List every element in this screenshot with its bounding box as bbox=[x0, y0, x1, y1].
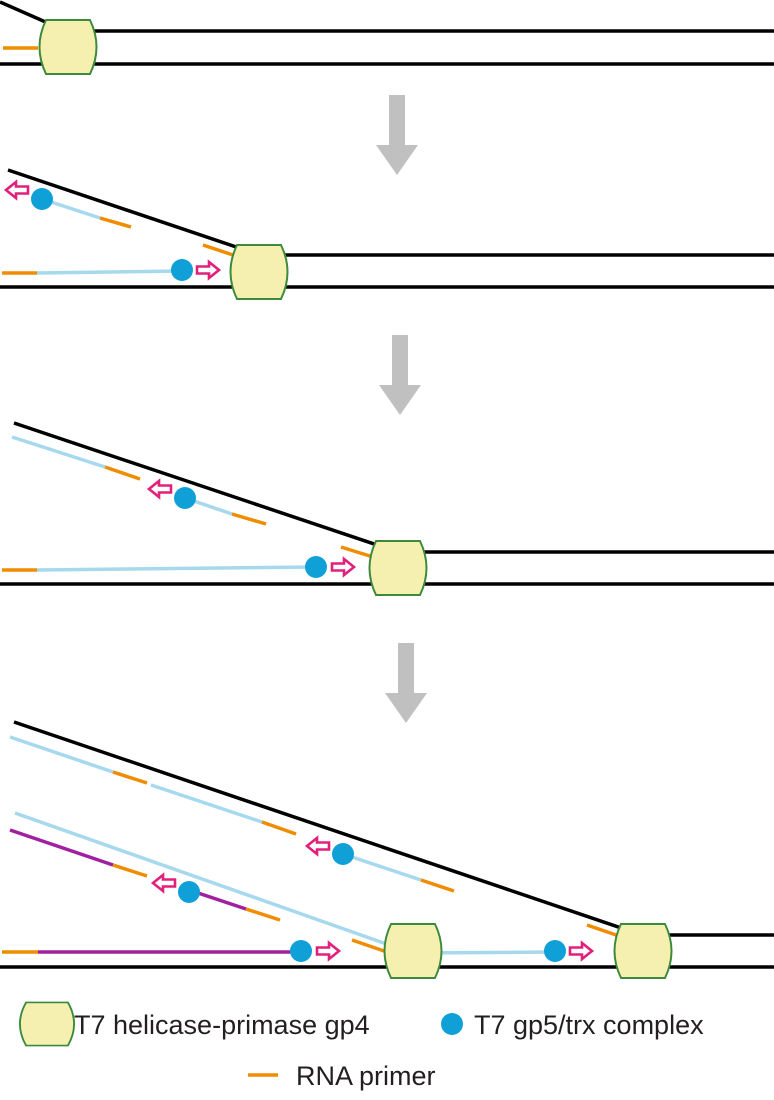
panel-2 bbox=[0, 168, 774, 300]
purple-lagging-strand bbox=[9, 828, 114, 867]
direction-arrow-right-icon bbox=[315, 941, 341, 961]
leading-strand-new bbox=[36, 565, 317, 572]
panel-3 bbox=[0, 421, 774, 596]
rna-primer bbox=[340, 545, 374, 559]
polymerase bbox=[174, 487, 196, 509]
rna-primer bbox=[112, 770, 148, 785]
direction-arrow-right-icon bbox=[568, 941, 594, 961]
legend-primer-label: RNA primer bbox=[296, 1061, 436, 1091]
helicase-primase bbox=[383, 923, 443, 979]
direction-arrow-left-icon bbox=[151, 873, 177, 893]
lagging-strand-new bbox=[150, 783, 263, 824]
parental-strand-top bbox=[13, 421, 399, 554]
rna-primer bbox=[420, 878, 455, 893]
direction-arrow-left-icon bbox=[305, 836, 331, 856]
legend: T7 helicase-primase gp4 T7 gp5/trx compl… bbox=[18, 1001, 704, 1091]
step-arrow bbox=[379, 335, 421, 415]
rna-primer bbox=[112, 863, 148, 878]
helicase-primase bbox=[613, 923, 673, 979]
lagging-strand-new bbox=[9, 735, 114, 774]
direction-arrow-left-icon bbox=[4, 180, 30, 200]
direction-arrow-right-icon bbox=[195, 260, 221, 280]
polymerase bbox=[305, 556, 327, 578]
lagging-strand-new bbox=[342, 852, 422, 882]
legend-polymerase-label: T7 gp5/trx complex bbox=[474, 1010, 704, 1040]
direction-arrow-left-icon bbox=[147, 479, 173, 499]
helicase-primase bbox=[38, 19, 98, 75]
legend-polymerase-icon bbox=[441, 1013, 463, 1035]
daughter-strand-template bbox=[14, 811, 413, 955]
polymerase bbox=[290, 940, 312, 962]
rna-primer bbox=[351, 938, 385, 953]
lagging-strand-new bbox=[11, 435, 106, 469]
leading-strand-new bbox=[36, 269, 183, 275]
rna-primer bbox=[245, 907, 281, 922]
panel-4 bbox=[0, 720, 774, 979]
rna-primer bbox=[104, 465, 141, 481]
polymerase bbox=[332, 843, 354, 865]
rna-primer bbox=[231, 512, 267, 526]
helicase-primase bbox=[368, 540, 428, 596]
polymerase bbox=[178, 881, 200, 903]
legend-helicase-icon bbox=[18, 1001, 76, 1047]
legend-helicase-label: T7 helicase-primase gp4 bbox=[74, 1010, 370, 1040]
rna-primer bbox=[99, 216, 132, 229]
rna-primer bbox=[261, 820, 297, 836]
polymerase bbox=[171, 259, 193, 281]
helicase-primase bbox=[229, 244, 289, 300]
parental-strand-top bbox=[13, 720, 643, 937]
polymerase bbox=[544, 940, 566, 962]
step-arrow bbox=[385, 643, 427, 723]
rna-primer bbox=[202, 243, 234, 257]
rna-primer bbox=[586, 923, 620, 938]
panel-1 bbox=[0, 0, 774, 75]
step-arrow bbox=[376, 95, 418, 175]
polymerase bbox=[31, 188, 53, 210]
direction-arrow-right-icon bbox=[330, 557, 356, 577]
parental-strand-top bbox=[7, 168, 261, 257]
